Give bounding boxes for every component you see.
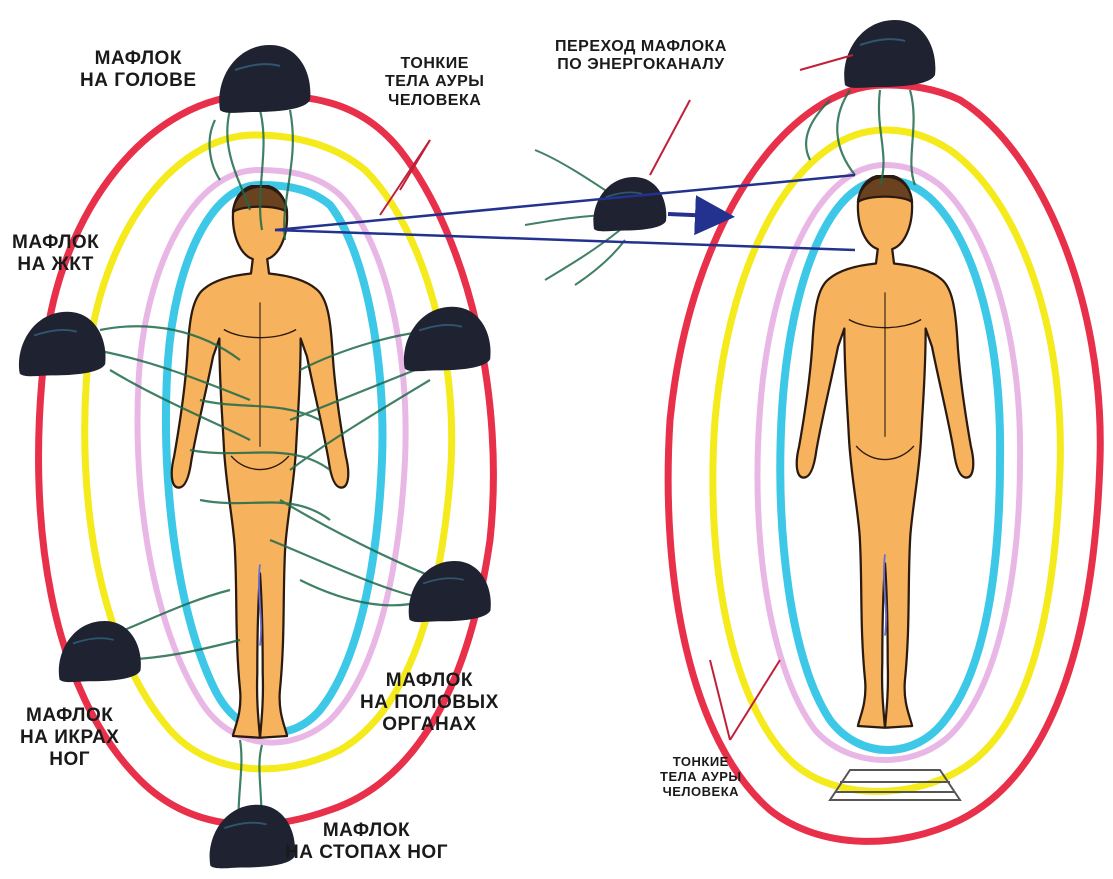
label-thin-bodies-right: ТОНКИЕ ТЕЛА АУРЫ ЧЕЛОВЕКА xyxy=(660,755,742,800)
label-mafloc-feet: МАФЛОК НА СТОПАХ НОГ xyxy=(285,820,448,864)
label-mafloc-gut: МАФЛОК НА ЖКТ xyxy=(12,232,99,276)
mafloc-genitals xyxy=(409,561,491,622)
mafloc-transferred xyxy=(844,20,935,88)
label-transition: ПЕРЕХОД МАФЛОКА ПО ЭНЕРГОКАНАЛУ xyxy=(555,38,727,75)
label-thin-bodies-left: ТОНКИЕ ТЕЛА АУРЫ ЧЕЛОВЕКА xyxy=(385,55,484,110)
label-mafloc-calves: МАФЛОК НА ИКРАХ НОГ xyxy=(20,705,119,771)
mafloc-transition xyxy=(593,177,666,231)
label-mafloc-head: МАФЛОК НА ГОЛОВЕ xyxy=(80,48,197,92)
direction-arrow xyxy=(668,214,715,216)
mafloc-feet xyxy=(210,805,295,869)
mafloc-head xyxy=(219,45,310,113)
right-human-figure xyxy=(797,175,974,728)
right-feet-platform xyxy=(830,770,960,800)
energy-line-bottom xyxy=(275,230,855,250)
label-mafloc-genitals: МАФЛОК НА ПОЛОВЫХ ОРГАНАХ xyxy=(360,670,499,736)
mafloc-calves xyxy=(59,621,141,682)
energy-channel xyxy=(275,175,855,250)
